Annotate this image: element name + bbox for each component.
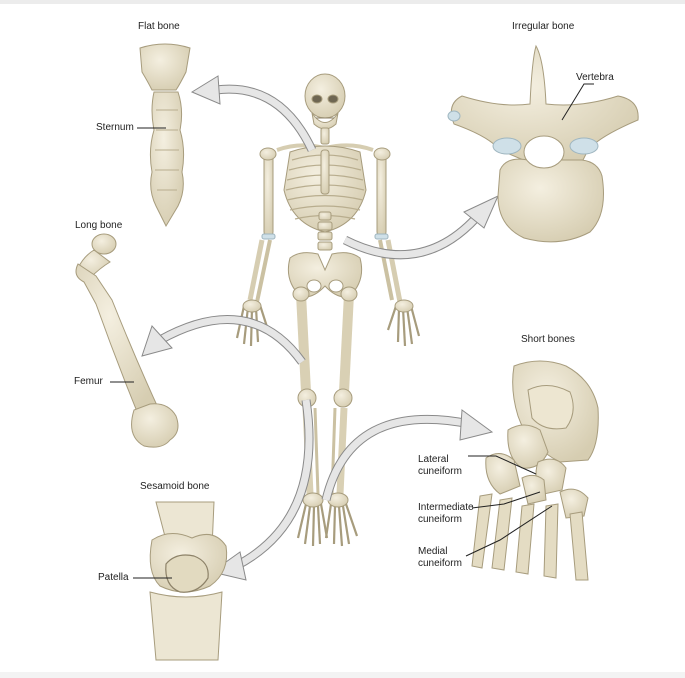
- intermediate-cuneiform-label: Intermediate cuneiform: [418, 502, 474, 525]
- lateral-cuneiform-label: Lateral cuneiform: [418, 454, 462, 477]
- top-border: [0, 0, 685, 4]
- patella-label: Patella: [98, 572, 129, 583]
- foot-leader-lines: [465, 455, 553, 557]
- vertebra-leader-line: [561, 83, 594, 121]
- skeleton-icon: [235, 73, 421, 547]
- sternum-icon: [139, 43, 191, 228]
- arrow-to-flat-bone: [190, 75, 317, 152]
- bottom-border: [0, 672, 685, 678]
- sesamoid-bone-title: Sesamoid bone: [140, 481, 210, 492]
- sternum-label: Sternum: [96, 122, 134, 133]
- arrow-to-short-bones: [321, 409, 494, 502]
- short-bones-title: Short bones: [521, 334, 575, 345]
- vertebra-label: Vertebra: [576, 72, 614, 83]
- arrow-to-long-bone: [141, 315, 306, 365]
- femur-label: Femur: [74, 376, 103, 387]
- foot-bones-icon: [471, 360, 599, 581]
- femur-icon: [75, 233, 179, 448]
- medial-cuneiform-label: Medial cuneiform: [418, 546, 462, 569]
- knee-patella-icon: [149, 501, 228, 661]
- long-bone-title: Long bone: [75, 220, 123, 231]
- vertebra-icon: [447, 44, 639, 243]
- arrow-to-irregular-bone: [342, 194, 499, 260]
- flat-bone-title: Flat bone: [138, 21, 180, 32]
- irregular-bone-title: Irregular bone: [512, 21, 575, 32]
- connector-arrows: [141, 75, 499, 581]
